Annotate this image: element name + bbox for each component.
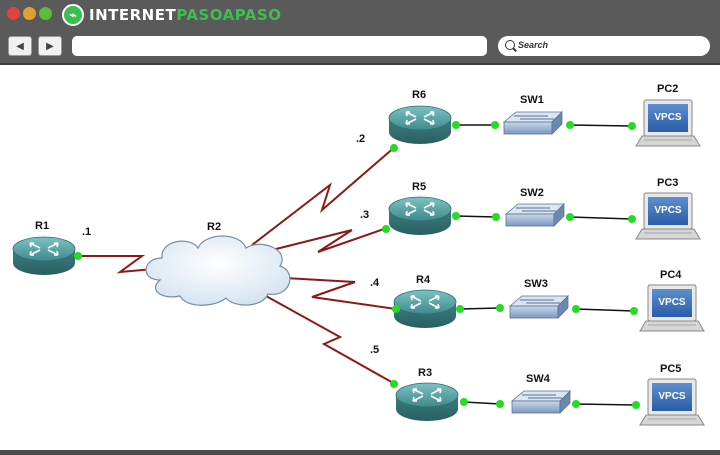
switch-sw1[interactable] — [503, 111, 563, 135]
wifi-logo-icon: ⌁ — [62, 4, 84, 26]
label-pc3: PC3 — [657, 177, 678, 189]
port-sw1-a — [491, 121, 499, 129]
label-pc2: PC2 — [657, 83, 678, 95]
label-sw4: SW4 — [526, 373, 551, 385]
ethernet-links — [455, 124, 637, 406]
eth-link-sw2-pc3[interactable] — [569, 216, 633, 220]
label-pc4: PC4 — [660, 269, 682, 281]
search-input[interactable]: Search — [498, 36, 710, 56]
label-sw1: SW1 — [520, 94, 544, 106]
port-pc2 — [628, 122, 636, 130]
minimize-window-button[interactable] — [23, 7, 36, 20]
serial-link-r2-r6[interactable] — [251, 145, 397, 246]
router-r6[interactable] — [388, 105, 452, 145]
brand-name: INTERNETPASOAPASO — [89, 6, 281, 24]
label-sw3: SW3 — [524, 278, 548, 290]
port-r6-eth — [452, 121, 460, 129]
pc-pc3[interactable] — [635, 192, 701, 240]
switch-sw2[interactable] — [505, 203, 565, 227]
serial-link-r1-r2[interactable] — [78, 255, 166, 274]
port-r4-serial — [392, 305, 400, 313]
label-r1: R1 — [35, 220, 49, 232]
port-sw4-a — [496, 400, 504, 408]
eth-link-r5-sw2[interactable] — [455, 215, 497, 218]
label-sw2: SW2 — [520, 187, 544, 199]
search-placeholder: Search — [518, 40, 549, 50]
cloud-r2[interactable] — [145, 235, 291, 306]
close-window-button[interactable] — [7, 7, 20, 20]
site-logo: ⌁ INTERNETPASOAPASO — [62, 4, 281, 26]
pc-pc2[interactable] — [635, 99, 701, 147]
port-r1 — [74, 252, 82, 260]
address-r5: .3 — [360, 209, 369, 221]
serial-links — [78, 145, 397, 385]
label-r5: R5 — [412, 181, 426, 193]
pc5-screen-label: VPCS — [658, 391, 686, 402]
port-sw1-b — [566, 121, 574, 129]
pc4-screen-label: VPCS — [658, 297, 686, 308]
port-pc4 — [630, 307, 638, 315]
label-r2: R2 — [207, 221, 221, 233]
pc-pc5[interactable] — [639, 378, 705, 426]
address-bar[interactable] — [72, 36, 487, 56]
brand-name-part1: INTERNET — [89, 6, 177, 24]
network-diagram: VPCS VPCS VPCS VPCS — [12, 83, 705, 426]
eth-link-sw1-pc2[interactable] — [569, 124, 633, 127]
toolbar: ◀ ▶ Search — [0, 31, 720, 65]
port-pc5 — [632, 401, 640, 409]
router-r5[interactable] — [388, 196, 452, 236]
forward-arrow-icon: ▶ — [46, 40, 54, 52]
port-r6-serial — [390, 144, 398, 152]
serial-link-r2-r5[interactable] — [271, 227, 388, 253]
address-r1: .1 — [82, 226, 91, 238]
router-r4[interactable] — [393, 289, 457, 329]
topology-canvas: VPCS VPCS VPCS VPCS — [0, 65, 720, 450]
router-r3[interactable] — [395, 382, 459, 422]
port-r4-eth — [456, 305, 464, 313]
port-sw3-b — [572, 305, 580, 313]
maximize-window-button[interactable] — [39, 7, 52, 20]
serial-link-r2-r3[interactable] — [265, 295, 396, 385]
port-r5-serial — [382, 225, 390, 233]
port-r3-eth — [460, 398, 468, 406]
brand-name-part2: PASOAPASO — [176, 6, 282, 24]
switch-sw4[interactable] — [511, 390, 571, 414]
label-r6: R6 — [412, 89, 426, 101]
pc-pc4[interactable] — [639, 284, 705, 332]
eth-link-r3-sw4[interactable] — [463, 401, 501, 405]
port-sw2-a — [492, 213, 500, 221]
address-r3: .5 — [370, 344, 379, 356]
label-r4: R4 — [416, 274, 431, 286]
port-r5-eth — [452, 212, 460, 220]
port-pc3 — [628, 215, 636, 223]
port-sw4-b — [572, 400, 580, 408]
search-icon — [505, 40, 515, 50]
back-arrow-icon: ◀ — [16, 40, 24, 52]
port-sw2-b — [566, 213, 574, 221]
eth-link-sw3-pc4[interactable] — [575, 308, 635, 312]
back-button[interactable]: ◀ — [8, 36, 32, 56]
address-r6: .2 — [356, 133, 365, 145]
switch-sw3[interactable] — [509, 295, 569, 319]
label-r3: R3 — [418, 367, 432, 379]
eth-link-sw4-pc5[interactable] — [575, 403, 637, 406]
pc3-screen-label: VPCS — [654, 205, 682, 216]
pc2-screen-label: VPCS — [654, 112, 682, 123]
title-bar: ⌁ INTERNETPASOAPASO — [0, 0, 720, 31]
port-r3-serial — [390, 380, 398, 388]
eth-link-r4-sw3[interactable] — [459, 307, 501, 310]
label-pc5: PC5 — [660, 363, 681, 375]
address-r4: .4 — [370, 277, 380, 289]
forward-button[interactable]: ▶ — [38, 36, 62, 56]
port-sw3-a — [496, 304, 504, 312]
serial-link-r2-r4[interactable] — [284, 277, 397, 310]
router-r1[interactable] — [12, 236, 76, 276]
port-indicators — [74, 121, 640, 409]
